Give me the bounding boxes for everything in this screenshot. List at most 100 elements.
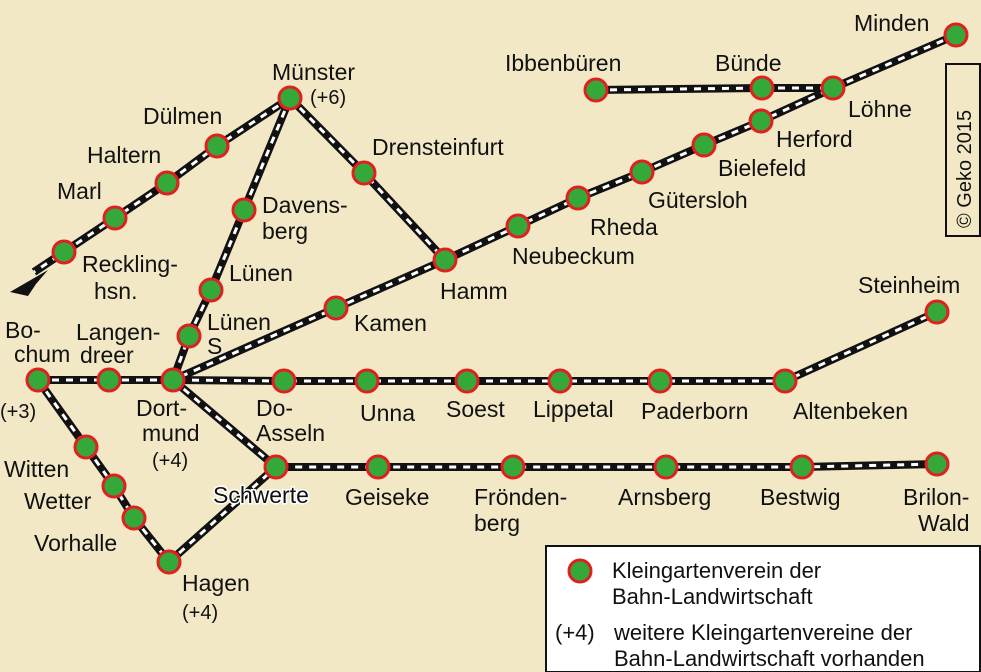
station-rheda bbox=[565, 185, 591, 211]
label-brilon-wald-2: Wald bbox=[918, 510, 970, 536]
label-loehne: Löhne bbox=[848, 96, 912, 122]
station-drensteinfurt bbox=[351, 160, 377, 186]
station-marl bbox=[102, 205, 128, 231]
label-minden: Minden bbox=[854, 10, 929, 36]
label-muenster: Münster bbox=[272, 59, 355, 85]
label-guetersloh: Gütersloh bbox=[648, 187, 748, 213]
label-langendreer-2: dreer bbox=[80, 342, 134, 368]
label-luenen-s-2: S bbox=[207, 333, 222, 359]
label-kamen: Kamen bbox=[354, 310, 427, 336]
station-froendenberg bbox=[500, 454, 526, 480]
station-loehne bbox=[820, 75, 846, 101]
station-minden bbox=[943, 22, 969, 48]
label-geiseke: Geiseke bbox=[345, 484, 429, 510]
label-schwerte: Schwerte bbox=[213, 482, 309, 508]
station-davensberg bbox=[231, 197, 257, 223]
label-arnsberg: Arnsberg bbox=[618, 484, 711, 510]
label-haltern: Haltern bbox=[87, 142, 161, 168]
station-luenen bbox=[198, 277, 224, 303]
station-do-asseln bbox=[271, 368, 297, 394]
label-ibbenbueren: Ibbenbüren bbox=[505, 50, 621, 76]
station-labels: Minden Ibbenbüren Bünde Löhne Herford Bi… bbox=[0, 10, 970, 624]
station-bielefeld bbox=[691, 132, 717, 158]
station-brilon-wald bbox=[924, 451, 950, 477]
station-altenbeken bbox=[772, 368, 798, 394]
station-steinheim bbox=[924, 299, 950, 325]
legend-count-symbol: (+4) bbox=[555, 620, 595, 645]
label-davensberg-2: berg bbox=[262, 218, 308, 244]
label-bochum-2: chum bbox=[14, 341, 70, 367]
label-drensteinfurt: Drensteinfurt bbox=[372, 134, 504, 160]
station-schwerte bbox=[263, 454, 289, 480]
label-dortmund-2: mund bbox=[142, 420, 200, 446]
label-bielefeld: Bielefeld bbox=[718, 155, 806, 181]
station-dots bbox=[25, 22, 969, 575]
count-hagen: (+4) bbox=[182, 602, 218, 624]
rail-line-dash-0 bbox=[172, 33, 957, 382]
label-neubeckum: Neubeckum bbox=[512, 243, 635, 269]
copyright-text: © Geko 2015 bbox=[954, 110, 976, 228]
station-geiseke bbox=[365, 454, 391, 480]
legend-count-line2: Bahn-Landwirtschaft vorhanden bbox=[614, 646, 925, 671]
label-brilon-wald-1: Brilon- bbox=[903, 484, 969, 510]
label-froendenberg-1: Frönden- bbox=[474, 484, 567, 510]
legend-station-line2: Bahn-Landwirtschaft bbox=[612, 584, 813, 609]
station-bochum bbox=[25, 367, 51, 393]
station-buende bbox=[749, 75, 775, 101]
copyright-box: © Geko 2015 bbox=[945, 63, 981, 237]
station-unna bbox=[354, 368, 380, 394]
station-paderborn bbox=[647, 368, 673, 394]
station-ibbenbueren bbox=[583, 77, 609, 103]
label-bestwig: Bestwig bbox=[760, 484, 841, 510]
station-hamm bbox=[432, 247, 458, 273]
count-dortmund: (+4) bbox=[152, 450, 188, 472]
label-dortmund-1: Dort- bbox=[136, 395, 187, 421]
station-duelmen bbox=[204, 133, 230, 159]
label-davensberg-1: Davens- bbox=[262, 192, 348, 218]
count-muenster: (+6) bbox=[310, 87, 346, 109]
label-luenen-s-1: Lünen bbox=[207, 309, 271, 335]
label-soest: Soest bbox=[446, 396, 505, 422]
label-recklinghausen-2: hsn. bbox=[94, 278, 137, 304]
label-buende: Bünde bbox=[715, 50, 782, 76]
label-altenbeken: Altenbeken bbox=[793, 398, 908, 424]
station-herford bbox=[748, 108, 774, 134]
station-lippetal bbox=[547, 368, 573, 394]
label-do-asseln-1: Do- bbox=[256, 395, 293, 421]
station-dortmund bbox=[160, 367, 186, 393]
label-unna: Unna bbox=[360, 400, 415, 426]
label-vorhalle: Vorhalle bbox=[34, 530, 117, 556]
label-recklinghausen-1: Reckling- bbox=[82, 251, 178, 277]
label-luenen: Lünen bbox=[229, 260, 293, 286]
station-muenster bbox=[277, 85, 303, 111]
station-recklinghausen bbox=[51, 239, 77, 265]
legend: Kleingartenverein der Bahn-Landwirtschaf… bbox=[545, 545, 981, 672]
station-hagen bbox=[156, 549, 182, 575]
station-guetersloh bbox=[629, 159, 655, 185]
label-do-asseln-2: Asseln bbox=[256, 420, 325, 446]
rail-line-6 bbox=[34, 377, 279, 566]
station-vorhalle bbox=[121, 505, 147, 531]
rail-line-dash-2 bbox=[288, 96, 447, 262]
station-soest bbox=[454, 368, 480, 394]
station-bestwig bbox=[789, 454, 815, 480]
label-froendenberg-2: berg bbox=[474, 510, 520, 536]
label-lippetal: Lippetal bbox=[533, 396, 614, 422]
label-duelmen: Dülmen bbox=[143, 103, 222, 129]
station-neubeckum bbox=[505, 213, 531, 239]
station-arnsberg bbox=[653, 454, 679, 480]
label-langendreer-1: Langen- bbox=[76, 319, 160, 345]
station-langendreer bbox=[96, 367, 122, 393]
label-rheda: Rheda bbox=[590, 214, 658, 240]
legend-station-icon bbox=[567, 558, 593, 584]
rail-line-dash-1 bbox=[595, 86, 833, 92]
label-bochum-1: Bo- bbox=[5, 317, 41, 343]
station-wetter bbox=[101, 473, 127, 499]
label-herford: Herford bbox=[776, 126, 853, 152]
label-witten: Witten bbox=[4, 456, 69, 482]
station-kamen bbox=[323, 295, 349, 321]
label-marl: Marl bbox=[57, 178, 102, 204]
label-steinheim: Steinheim bbox=[858, 272, 960, 298]
station-luenen-s bbox=[176, 323, 202, 349]
